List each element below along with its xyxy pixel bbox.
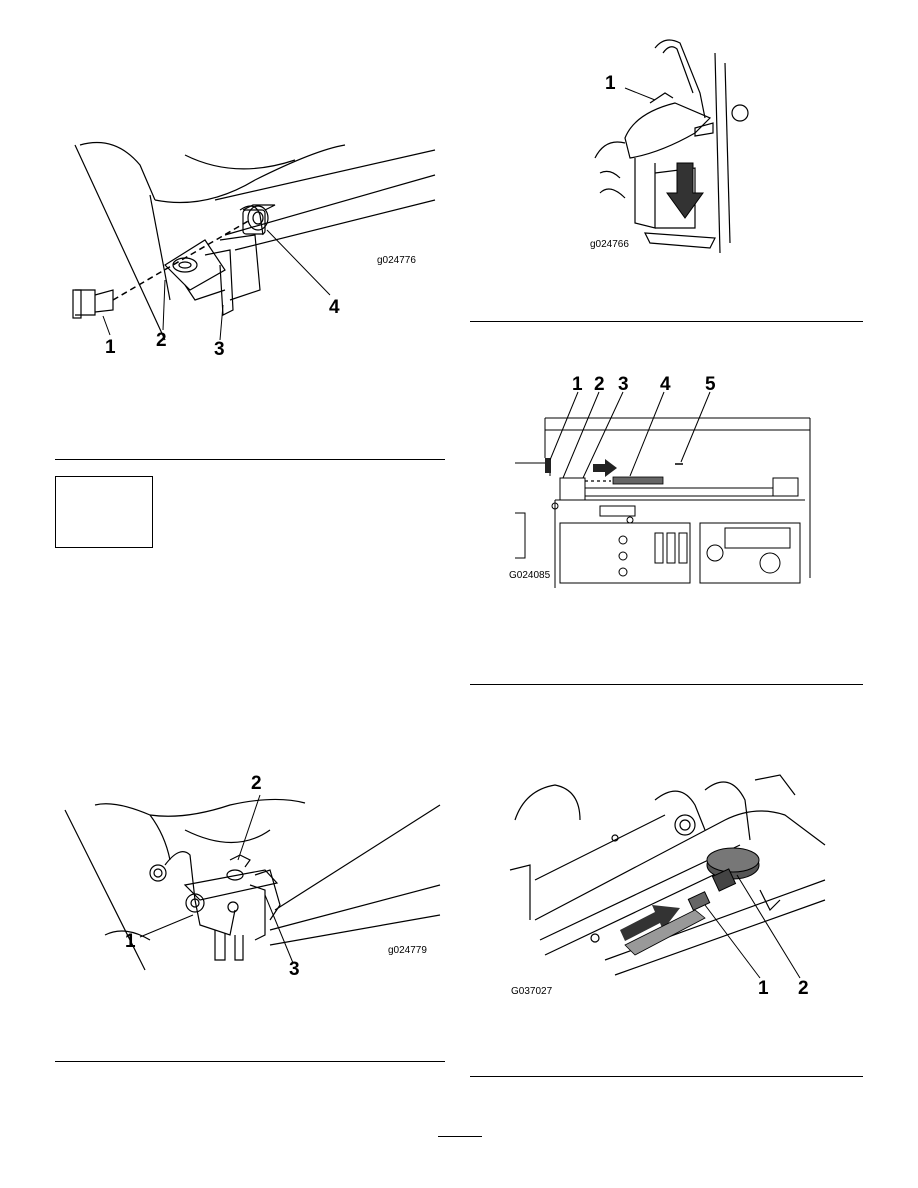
callout-4: 4	[660, 374, 671, 395]
callout-1: 1	[758, 978, 769, 999]
divider	[470, 321, 863, 322]
divider	[55, 459, 445, 460]
callout-5: 5	[705, 374, 716, 395]
divider	[55, 1061, 445, 1062]
callout-2: 2	[156, 330, 167, 351]
bolt-assembly-drawing	[72, 141, 436, 341]
callout-3: 3	[618, 374, 629, 395]
callout-2: 2	[594, 374, 605, 395]
seat-lowering-drawing	[594, 39, 749, 254]
divider	[470, 684, 863, 685]
callout-1: 1	[605, 73, 616, 94]
note-box	[55, 476, 153, 548]
callout-3: 3	[214, 339, 225, 360]
figure-code: G024085	[509, 570, 551, 581]
figure-connector: 1 2 G037027	[505, 760, 830, 1000]
seat-rail-drawing	[515, 391, 811, 588]
divider	[470, 1076, 863, 1077]
callout-1: 1	[105, 337, 116, 358]
figure-seat-rail: 1 2 3 4 5 G024085	[505, 374, 827, 593]
latch-assembly-drawing	[64, 794, 441, 971]
callout-1: 1	[572, 374, 583, 395]
figure-latch-assembly: 1 2 3 g024779	[55, 773, 445, 985]
callout-2: 2	[251, 773, 262, 794]
figure-code: g024776	[377, 255, 416, 266]
connector-drawing	[509, 774, 826, 979]
callout-4: 4	[329, 297, 340, 318]
callout-3: 3	[289, 959, 300, 980]
callout-2: 2	[798, 978, 809, 999]
callout-1: 1	[125, 931, 136, 952]
figure-code: g024766	[590, 239, 629, 250]
figure-code: G037027	[511, 986, 553, 997]
page-number-rule	[438, 1136, 482, 1137]
figure-bolt-assembly: 1 2 3 4 g024776	[55, 140, 445, 360]
figure-code: g024779	[388, 945, 427, 956]
figure-seat-lowering: 1 g024766	[585, 33, 755, 263]
